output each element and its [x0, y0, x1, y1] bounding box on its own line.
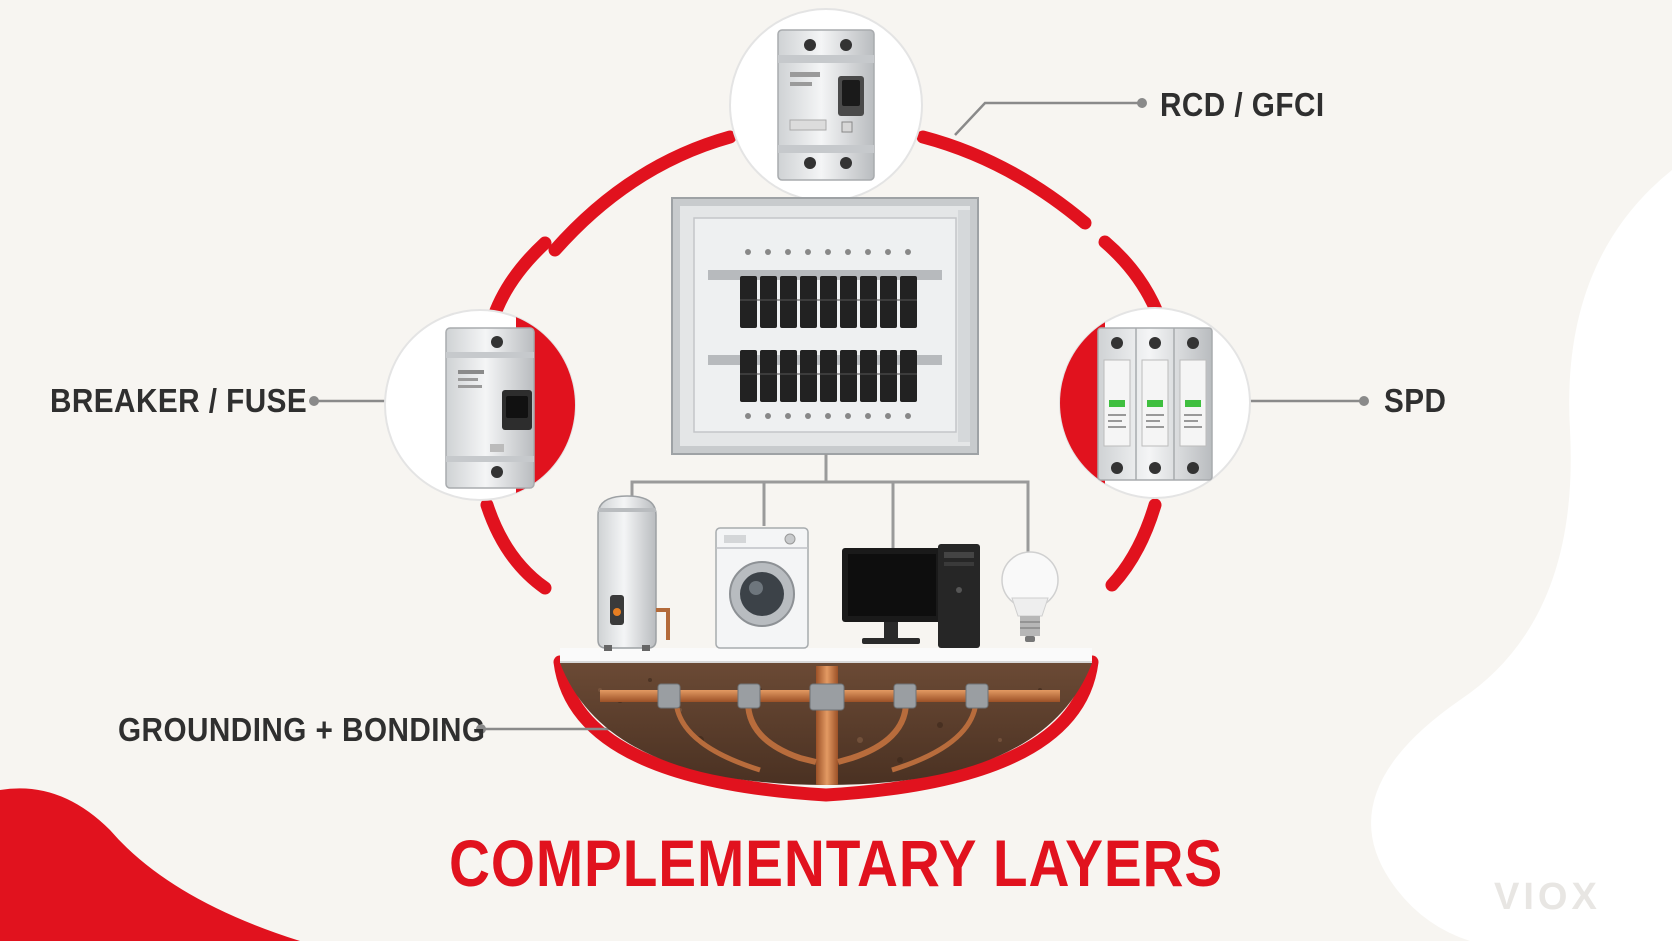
appliance-shelf: [560, 648, 1092, 662]
ring-arc-top-left: [548, 130, 737, 257]
computer: [842, 544, 980, 648]
water-heater: [597, 495, 670, 651]
ring-arc-left-upper: [485, 236, 552, 329]
feed-wires: [630, 454, 1030, 552]
bg-white-wave: [1371, 170, 1672, 941]
page-title-text: COMPLEMENTARY LAYERS: [448, 826, 1224, 900]
ring-arc-right-upper: [1098, 235, 1164, 319]
washing-machine: [715, 527, 809, 649]
ring-arc-left-lower: [480, 498, 552, 595]
label-breaker-fuse: BREAKER / FUSE: [50, 382, 308, 419]
ring-arc-top-right: [916, 130, 1092, 230]
ring-arc-right-lower: [1105, 498, 1162, 592]
rcd-device: [729, 8, 923, 202]
label-spd: SPD: [1384, 382, 1447, 419]
breaker-row-bottom: [740, 350, 917, 402]
spd-device: [1059, 307, 1251, 499]
distribution-panel: [671, 197, 979, 455]
brand-logo: VIOX: [1494, 876, 1601, 918]
connector-rcd: [954, 101, 1142, 136]
breaker-device: [384, 309, 576, 501]
label-rcd-gfci: RCD / GFCI: [1160, 86, 1325, 123]
grounding-system: [560, 663, 1092, 785]
protection-ring: [480, 130, 1164, 802]
bg-red-corner: [0, 788, 300, 941]
page-title: COMPLEMENTARY LAYERS: [0, 830, 1672, 896]
ring-arc-bottom: [553, 655, 1099, 802]
light-bulb: [1001, 551, 1059, 642]
label-grounding-bonding: GROUNDING + BONDING: [118, 711, 486, 748]
breaker-row-top: [740, 276, 917, 328]
